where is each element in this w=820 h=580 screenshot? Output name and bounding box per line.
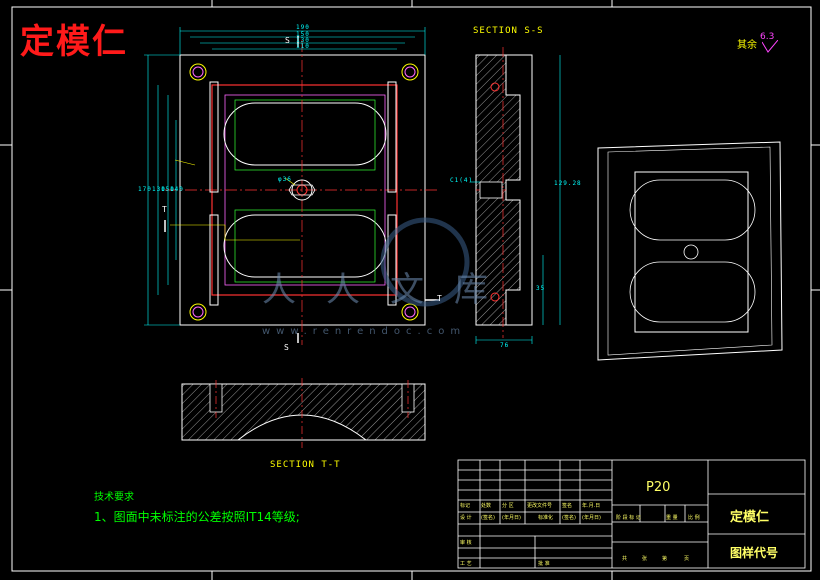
- tb-row1-col2: 处数: [481, 503, 492, 509]
- roughness-symbol-icon: [762, 40, 778, 53]
- roughness-label: 其余: [737, 40, 757, 51]
- title-block: [457, 459, 806, 569]
- dim-top-1: 190: [296, 24, 310, 31]
- tb-row1-col4: 更改文件号: [527, 503, 553, 509]
- tb-row1-col1: 标记: [460, 503, 471, 509]
- part-code: P20: [646, 480, 671, 495]
- isometric-view: [597, 141, 783, 361]
- watermark-text: 人人文库: [262, 270, 518, 310]
- tb-approve-label: 批 准: [538, 561, 550, 567]
- tech-requirements-heading: 技术要求: [94, 492, 134, 503]
- section-tt-view: [181, 378, 426, 448]
- dim-chamfer: C1(4): [450, 177, 474, 184]
- section-tt-label: SECTION T-T: [270, 460, 341, 470]
- tech-requirements-item-1: 1、图面中未标注的公差按照IT14等级;: [94, 510, 300, 524]
- tb-process-label: 工 艺: [460, 561, 472, 567]
- plan-view: [144, 27, 440, 345]
- watermark-url: www.renrendoc.com: [262, 326, 467, 337]
- tb-row2-col1: 设 计: [460, 515, 472, 521]
- tb-row2-col4: 标准化: [538, 515, 554, 521]
- watermark-logo: [380, 217, 470, 307]
- dim-left-1: 170: [138, 186, 152, 193]
- dim-section-height: 129.28: [554, 180, 582, 187]
- dim-section-width: 76: [500, 342, 510, 349]
- cut-mark-t-right: T: [437, 294, 443, 303]
- dim-top-2: 150: [296, 31, 310, 38]
- tb-sheets-total-suffix: 张: [642, 556, 648, 562]
- cut-mark-s-top: S: [285, 36, 291, 45]
- section-ss-view: [470, 47, 561, 344]
- dim-sprue-diameter: φ36: [278, 176, 292, 183]
- tb-row1-col6: 年.月.日: [582, 503, 601, 509]
- dim-top-4: 110: [296, 43, 310, 50]
- dim-top-3: 130: [296, 37, 310, 44]
- tb-check-label: 审 核: [460, 540, 472, 546]
- drawing-title: 定模仁: [20, 22, 128, 62]
- drawing-number-label: 图样代号: [730, 546, 779, 560]
- tb-row1-col5: 签名: [562, 503, 573, 509]
- tb-weight-label: 重 量: [666, 515, 678, 521]
- tb-row2-col5: (签名): [562, 515, 576, 521]
- part-name: 定模仁: [730, 510, 770, 525]
- dim-left-4: 140: [170, 186, 184, 193]
- tb-sheet-number-suffix: 页: [684, 556, 690, 562]
- tb-row2-col6: (年月日): [582, 515, 601, 521]
- tb-row1-col3: 分 区: [502, 503, 514, 509]
- tb-row2-col3: (年月日): [502, 515, 521, 521]
- tb-stage-label: 阶 段 标 记: [616, 515, 641, 521]
- section-ss-label: SECTION S-S: [473, 26, 544, 36]
- cut-mark-s-bottom: S: [284, 343, 290, 352]
- tb-sheets-total-prefix: 共: [622, 556, 628, 562]
- dim-left-3: 150: [161, 186, 175, 193]
- dim-left-2: 130: [152, 186, 166, 193]
- dim-section-small: 35: [536, 285, 546, 292]
- cut-mark-t-left: T: [162, 205, 168, 214]
- roughness-value: 6.3: [760, 32, 775, 42]
- tb-sheet-number-prefix: 第: [662, 556, 668, 562]
- tb-row2-col2: (签名): [481, 515, 495, 521]
- tb-scale-label: 比 例: [688, 515, 700, 521]
